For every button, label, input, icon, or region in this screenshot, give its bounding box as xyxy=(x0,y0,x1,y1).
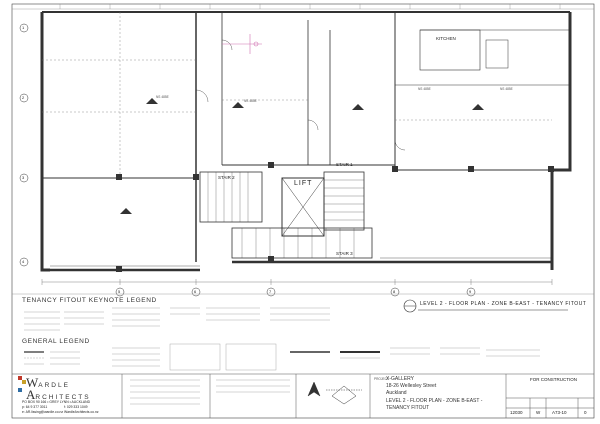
floor-plan xyxy=(40,11,572,285)
kitchen-zone xyxy=(419,29,481,71)
top-grid-ticks xyxy=(12,4,594,10)
keynote-legend-title: TENANCY FITOUT KEYNOTE LEGEND xyxy=(22,297,157,304)
level-marker: NS 485E xyxy=(418,87,431,91)
status-label: FOR CONSTRUCTION xyxy=(530,377,577,382)
stair-3-label: STAIR 3 xyxy=(336,251,353,256)
south-wall-hatch xyxy=(50,257,552,267)
logo-text-rchitects: RCHITECTS xyxy=(35,394,91,401)
grid-bubble-label: 7 xyxy=(269,289,272,294)
grid-bubble-label: 8 xyxy=(393,289,396,294)
logo-letter-w: W xyxy=(26,375,39,390)
level-marker: NS 485E xyxy=(244,99,257,103)
sheet-prefix: W xyxy=(536,410,541,415)
sheet-title-line-2: TENANCY FITOUT xyxy=(386,405,430,411)
exterior-wall-south xyxy=(50,260,552,272)
grid-bubble-label: 4 xyxy=(22,259,25,264)
project-address: 18-26 Wellesley Street xyxy=(386,383,437,389)
north-arrow-icon xyxy=(307,381,362,405)
level-marker: NS 485E xyxy=(156,95,169,99)
logo-text-ardle: ARDLE xyxy=(38,382,70,389)
sheet-view-title: LEVEL 2 - FLOOR PLAN - ZONE B-EAST - TEN… xyxy=(420,301,587,307)
exterior-wall-west xyxy=(40,12,50,272)
grid-bubble xyxy=(19,23,29,33)
grid-bubble-label: 1 xyxy=(22,25,25,30)
sheet-border xyxy=(11,3,595,419)
structural-columns xyxy=(116,162,554,272)
project-label: PROJECT xyxy=(374,377,389,381)
logo-letter-a: A xyxy=(26,387,36,402)
revision-number: 0 xyxy=(584,410,587,415)
architect-web: WardleArchitects.co.nz xyxy=(64,410,99,414)
stair-2 xyxy=(199,171,263,223)
stair-3 xyxy=(231,227,373,259)
general-legend-rows xyxy=(24,343,540,371)
lift-label: LIFT xyxy=(294,180,313,187)
grid-bubble-label: 5 xyxy=(118,289,121,294)
exterior-wall-east xyxy=(550,12,572,270)
level-marker: NS 485E xyxy=(500,87,513,91)
grid-bubble-label: 2 xyxy=(22,95,25,100)
grid-bubble-label: 9 xyxy=(469,289,472,294)
stair-1-label: STAIR 1 xyxy=(336,162,353,167)
architect-address: PO BOX 90 166 • GREY LYNN • AUCKLAND xyxy=(22,400,91,404)
grid-bubble-label: 6 xyxy=(194,289,197,294)
grid-bubble xyxy=(19,93,29,103)
project-name: X-GALLERY xyxy=(386,376,414,382)
grid-bubble xyxy=(19,257,29,267)
architect-phone: p: 64 9 377 3011 xyxy=(22,405,48,409)
grid-bubbles xyxy=(19,23,476,297)
stair-2-label: STAIR 2 xyxy=(218,175,235,180)
architect-logo-second-line: ARCHITECTS xyxy=(26,387,91,403)
architect-logo: WARDLE xyxy=(26,375,70,391)
stair-1 xyxy=(323,171,365,231)
kitchen-label: KITCHEN xyxy=(436,36,456,41)
title-block xyxy=(12,373,594,418)
grid-bubble-label: 3 xyxy=(22,175,25,180)
project-city: Auckland xyxy=(386,390,407,396)
pink-annotations xyxy=(222,34,262,54)
sheet-number: A73-10 xyxy=(552,410,567,415)
sheet-title-line-1: LEVEL 2 - FLOOR PLAN - ZONE B-EAST - xyxy=(386,398,483,404)
architect-email: e: AR.lissing@wardle.co.nz xyxy=(22,410,64,414)
architect-fax: f: 029 333 1049 xyxy=(64,405,88,409)
general-legend-title: GENERAL LEGEND xyxy=(22,338,90,345)
grid-bubble xyxy=(19,173,29,183)
keynote-legend-rows xyxy=(24,307,330,331)
wardle-logo-icon xyxy=(18,376,26,392)
job-number: 12030 xyxy=(510,410,523,415)
